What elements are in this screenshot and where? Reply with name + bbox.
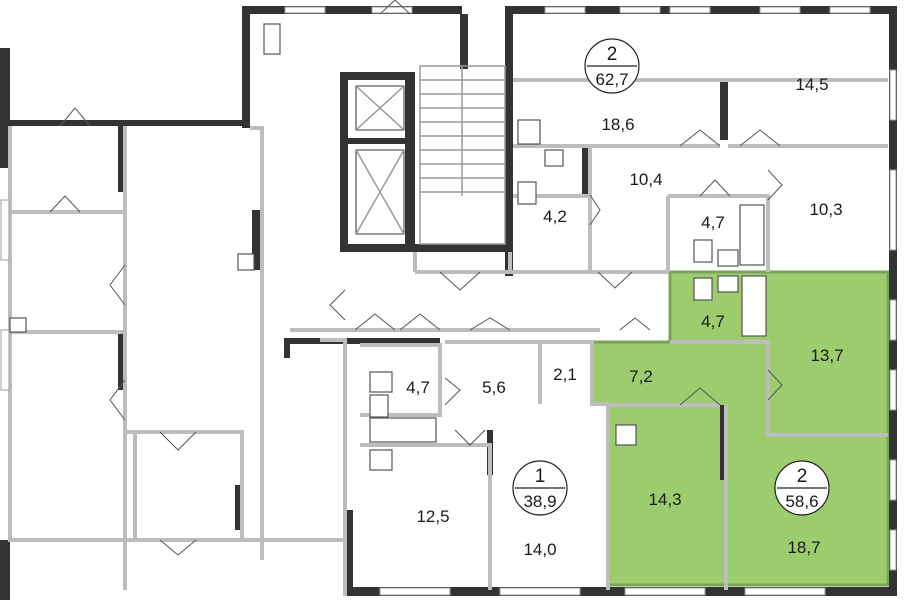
fixtures	[9, 23, 767, 471]
room-area-label: 4,7	[701, 312, 725, 331]
apartment-marker-1[interactable]: 2 62,7	[584, 38, 640, 94]
apartment-area: 58,6	[785, 492, 818, 511]
inner-walls	[8, 78, 888, 596]
room-area-label: 4,7	[701, 213, 725, 232]
apartment-area: 62,7	[595, 70, 628, 89]
stairwell	[355, 65, 506, 245]
room-area-label: 4,2	[543, 207, 567, 226]
doors	[49, 0, 783, 556]
room-area-label: 5,6	[482, 378, 506, 397]
room-labels: 18,6 14,5 10,4 10,3 4,2 4,7 4,7 13,7 7,2…	[406, 75, 843, 559]
room-area-label: 10,3	[809, 200, 842, 219]
apartment-area: 38,9	[523, 492, 556, 511]
apartment-marker-2[interactable]: 1 38,9	[512, 460, 568, 516]
apartment-marker-3[interactable]: 2 58,6	[774, 460, 830, 516]
room-area-label: 13,7	[810, 346, 843, 365]
room-area-label: 12,5	[416, 507, 449, 526]
room-area-label: 7,2	[629, 367, 653, 386]
room-area-label: 14,3	[648, 490, 681, 509]
room-area-label: 14,0	[523, 540, 556, 559]
apartment-rooms: 2	[797, 466, 808, 487]
room-area-label: 4,7	[406, 378, 430, 397]
room-area-label: 18,6	[601, 115, 634, 134]
room-area-label: 10,4	[629, 170, 662, 189]
apartment-rooms: 1	[535, 466, 546, 487]
room-area-label: 14,5	[795, 75, 828, 94]
apartment-rooms: 2	[607, 44, 618, 65]
room-area-label: 18,7	[787, 538, 820, 557]
windows	[0, 6, 897, 596]
room-area-label: 2,1	[553, 365, 577, 384]
